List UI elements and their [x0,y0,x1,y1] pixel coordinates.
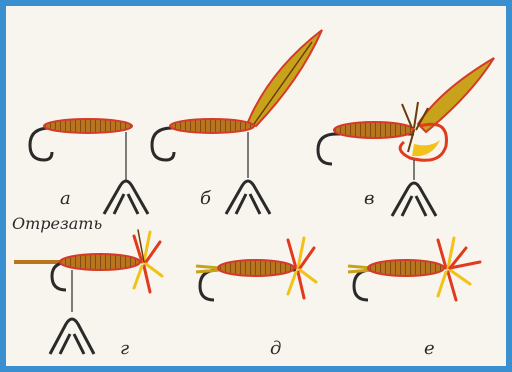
step-g-label: г [120,338,129,359]
step-e-label: е [424,338,435,359]
step-v-vise [392,183,436,216]
step-d-label: д [270,338,281,359]
step-e-fly [348,238,480,300]
step-b-label: б [200,188,211,209]
step-a-label: а [60,188,71,209]
cut-label: Отрезать [12,214,102,233]
step-d-fly [196,238,316,300]
step-a-body [44,119,132,133]
step-b-fly [152,30,322,214]
step-d-body [218,260,294,276]
step-v-wing [418,58,494,132]
step-d-tail [196,266,220,272]
step-a-vise [104,181,148,214]
step-e-body [368,260,444,276]
step-g-vise [50,319,94,354]
step-a-fly [30,119,148,214]
step-b-body [170,119,254,133]
step-v-fly [318,58,494,216]
step-g-body [60,254,140,270]
step-g-fly [14,230,162,354]
step-v-body [334,122,414,138]
step-v-label: в [364,188,374,209]
step-b-vise [226,181,270,214]
